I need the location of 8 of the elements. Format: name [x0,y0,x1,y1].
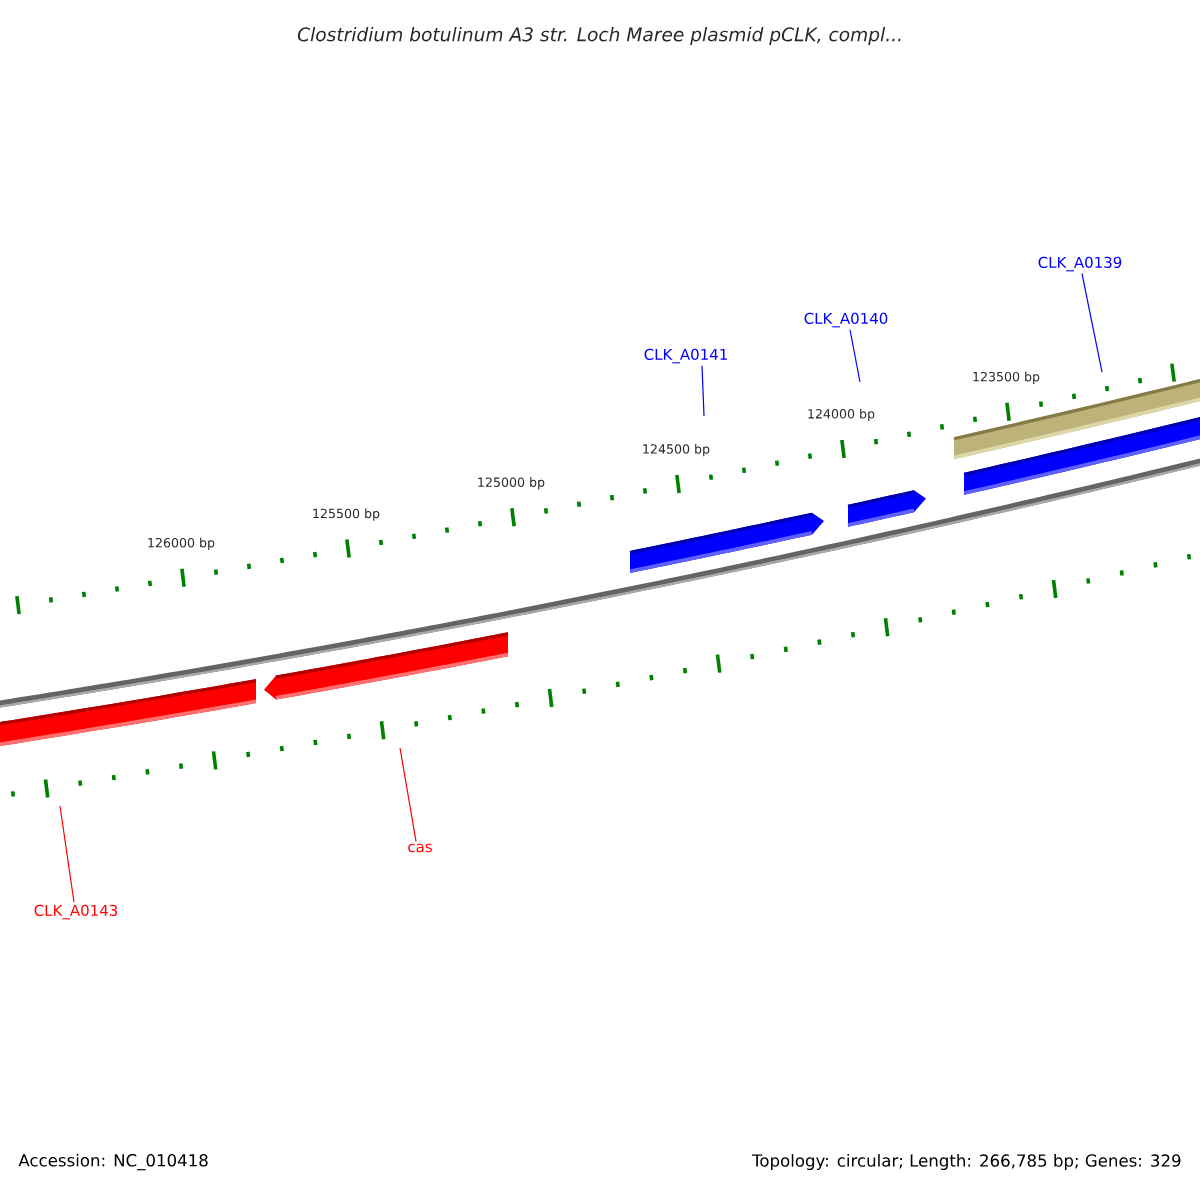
leader-line [399,747,417,842]
leader-line [701,365,705,417]
accession-text: Accession: NC_010418 [18,1153,208,1171]
leader-line [849,329,861,383]
summary-text: Topology: circular; Length: 266,785 bp; Genes: 329 [752,1154,1181,1171]
leader-line [59,805,75,903]
leader-line [1081,273,1103,373]
title: Clostridium botulinum A3 str. Loch Maree plasmid pCLK, compl... [297,27,901,45]
